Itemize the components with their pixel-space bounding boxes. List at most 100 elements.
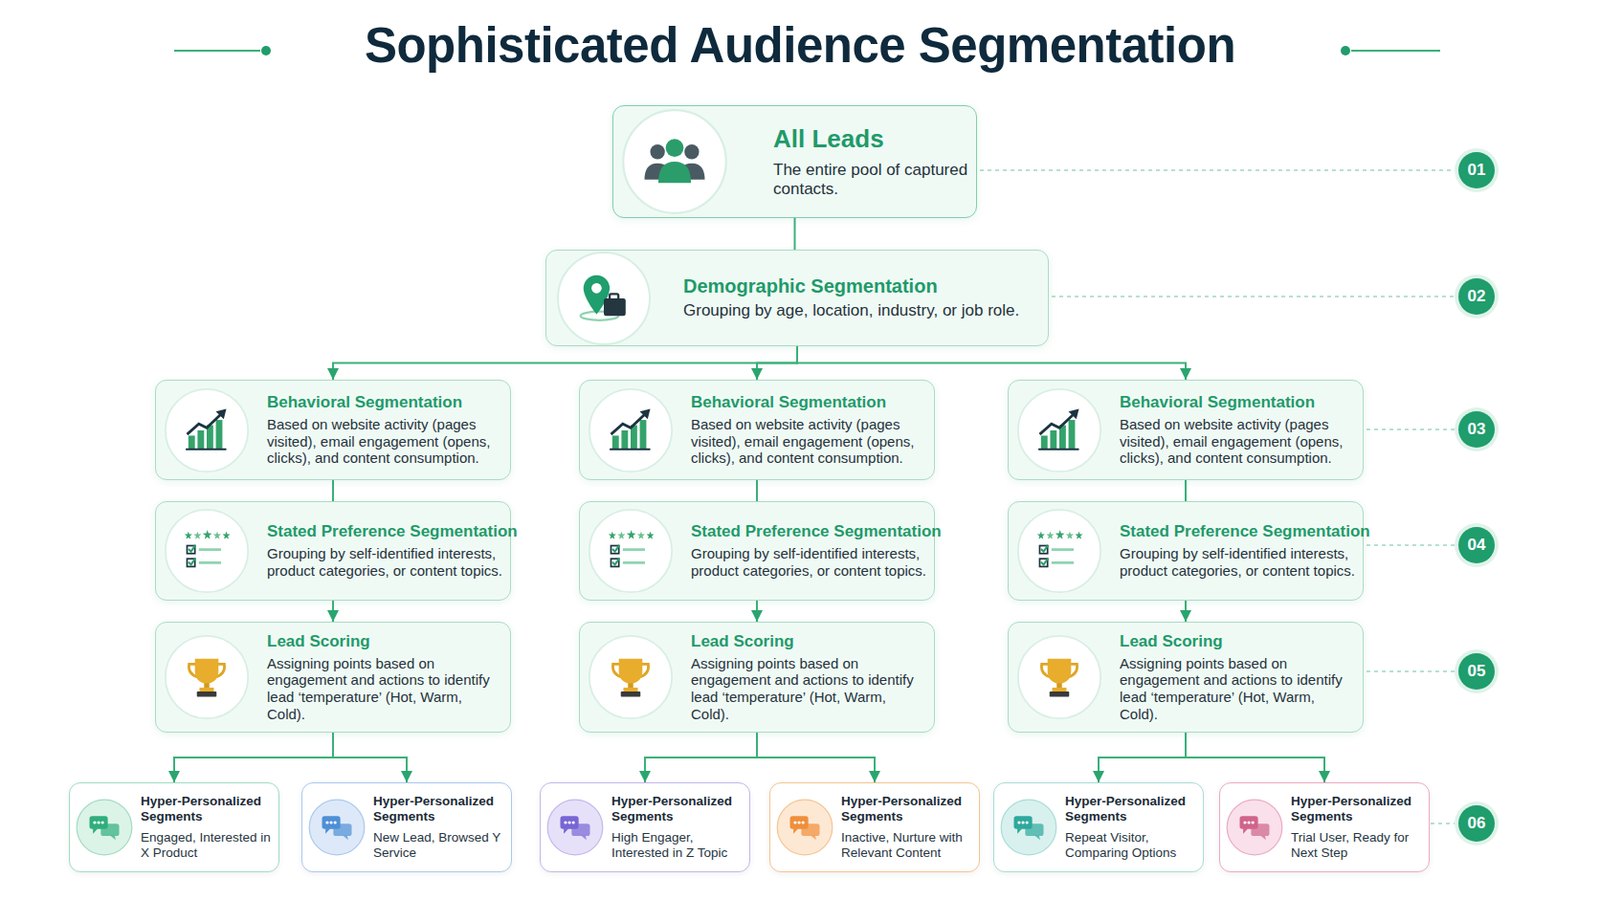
text-column: Hyper-Personalized SegmentsEngaged, Inte… — [69, 786, 279, 869]
root-box: All LeadsThe entire pool of captured con… — [612, 105, 978, 219]
node-body: Inactive, Nurture with Relevant Content — [841, 830, 972, 862]
text-column: Behavioral SegmentationBased on website … — [579, 385, 934, 475]
connector — [333, 346, 798, 380]
text-column: Stated Preference SegmentationGrouping b… — [579, 514, 950, 587]
node-body: Grouping by self-identified interests, p… — [1119, 545, 1371, 579]
callout-number: 02 — [1458, 278, 1495, 315]
node-heading: Lead Scoring — [266, 632, 503, 652]
segment-box: Demographic SegmentationGrouping by age,… — [545, 249, 1049, 347]
people-icon — [621, 108, 729, 216]
node-heading: Stated Preference Segmentation — [266, 522, 518, 542]
check-icon — [587, 508, 674, 595]
node-body: Repeat Visitor, Comparing Options — [1065, 830, 1196, 862]
node-body: High Engager, Interested in Z Topic — [611, 830, 742, 862]
trophy-icon — [587, 634, 674, 721]
chat-icon — [546, 799, 604, 857]
segment-box: Stated Preference SegmentationGrouping b… — [1007, 501, 1364, 601]
node-heading: Stated Preference Segmentation — [1119, 522, 1371, 542]
node-heading: Lead Scoring — [690, 632, 927, 652]
chart-icon — [587, 387, 674, 474]
text-column: Stated Preference SegmentationGrouping b… — [1008, 514, 1378, 587]
connector — [1184, 600, 1187, 623]
connector — [794, 218, 797, 250]
text-column: Hyper-Personalized SegmentsRepeat Visito… — [994, 786, 1203, 869]
chat-icon — [308, 799, 366, 857]
chart-icon — [163, 387, 250, 474]
persona-box: Hyper-Personalized SegmentsInactive, Nur… — [769, 782, 980, 873]
chat-icon — [1225, 799, 1284, 857]
callout-number: 05 — [1458, 653, 1495, 690]
text-column: Stated Preference SegmentationGrouping b… — [155, 514, 526, 587]
node-body: Trial User, Ready for Next Step — [1290, 830, 1422, 862]
node-body: Assigning points based on engagement and… — [690, 655, 927, 724]
connector — [756, 733, 875, 783]
text-column: Lead ScoringAssigning points based on en… — [155, 624, 511, 732]
node-body: Assigning points based on engagement and… — [266, 655, 503, 724]
node-heading: Hyper-Personalized Segments — [841, 794, 972, 825]
callout-number: 01 — [1458, 152, 1495, 189]
node-body: Based on website activity (pages visited… — [1119, 416, 1356, 467]
node-heading: Hyper-Personalized Segments — [1290, 794, 1422, 825]
connector — [755, 480, 758, 502]
node-body: Grouping by self-identified interests, p… — [266, 545, 518, 579]
segment-box: Behavioral SegmentationBased on website … — [155, 379, 512, 481]
node-heading: Hyper-Personalized Segments — [140, 794, 271, 825]
chat-icon — [776, 799, 834, 857]
check-icon — [1016, 508, 1103, 595]
text-column: Behavioral SegmentationBased on website … — [1008, 385, 1363, 475]
scoring-box: Lead ScoringAssigning points based on en… — [578, 622, 935, 734]
persona-box: Hyper-Personalized SegmentsRepeat Visito… — [993, 782, 1204, 873]
segment-box: Stated Preference SegmentationGrouping b… — [578, 501, 935, 601]
callout-number: 03 — [1458, 411, 1495, 448]
connector — [1185, 733, 1325, 783]
node-body: Based on website activity (pages visited… — [266, 416, 503, 467]
text-column: Lead ScoringAssigning points based on en… — [579, 624, 934, 732]
pin-icon — [555, 250, 652, 347]
trophy-icon — [163, 634, 250, 721]
node-body: Based on website activity (pages visited… — [690, 416, 927, 467]
text-column: Hyper-Personalized SegmentsInactive, Nur… — [770, 786, 979, 869]
node-body: Grouping by age, location, industry, or … — [683, 301, 1041, 321]
node-heading: Stated Preference Segmentation — [690, 522, 942, 542]
trophy-icon — [1016, 634, 1103, 721]
segment-box: Stated Preference SegmentationGrouping b… — [155, 501, 512, 601]
connector — [1098, 733, 1186, 783]
text-column: Hyper-Personalized SegmentsTrial User, R… — [1220, 786, 1429, 869]
segment-box: Behavioral SegmentationBased on website … — [578, 379, 935, 481]
connector — [333, 733, 407, 783]
node-body: Assigning points based on engagement and… — [1119, 655, 1356, 724]
persona-box: Hyper-Personalized SegmentsHigh Engager,… — [539, 782, 751, 873]
connector — [332, 480, 334, 502]
chat-icon — [75, 799, 134, 857]
text-column: Hyper-Personalized SegmentsHigh Engager,… — [540, 786, 750, 869]
node-heading: Behavioral Segmentation — [266, 393, 503, 413]
connector — [1184, 480, 1187, 502]
node-heading: Hyper-Personalized Segments — [373, 794, 504, 825]
text-column: Demographic SegmentationGrouping by age,… — [546, 267, 1048, 330]
connector — [332, 600, 334, 623]
chart-icon — [1016, 387, 1103, 474]
node-heading: Hyper-Personalized Segments — [1065, 794, 1196, 825]
diagram-title: Sophisticated Audience Segmentation — [0, 17, 1600, 74]
scoring-box: Lead ScoringAssigning points based on en… — [155, 622, 512, 734]
node-body: Engaged, Interested in X Product — [140, 830, 271, 862]
persona-box: Hyper-Personalized SegmentsTrial User, R… — [1219, 782, 1430, 873]
scoring-box: Lead ScoringAssigning points based on en… — [1007, 622, 1364, 734]
text-column: Behavioral SegmentationBased on website … — [155, 385, 511, 475]
leader-line — [979, 170, 1455, 824]
node-heading: Behavioral Segmentation — [1119, 393, 1356, 413]
connector — [756, 346, 798, 380]
node-body: Grouping by self-identified interests, p… — [690, 545, 942, 579]
persona-box: Hyper-Personalized SegmentsNew Lead, Bro… — [301, 782, 512, 873]
node-body: The entire pool of captured contacts. — [773, 160, 969, 200]
node-heading: Hyper-Personalized Segments — [611, 794, 742, 825]
check-icon — [163, 508, 250, 595]
connector — [797, 346, 1186, 380]
chat-icon — [1000, 799, 1058, 857]
node-heading: Lead Scoring — [1119, 632, 1356, 652]
persona-box: Hyper-Personalized SegmentsEngaged, Inte… — [68, 782, 280, 873]
node-heading: Demographic Segmentation — [683, 275, 1041, 299]
node-heading: Behavioral Segmentation — [690, 393, 927, 413]
segment-box: Behavioral SegmentationBased on website … — [1007, 379, 1364, 481]
